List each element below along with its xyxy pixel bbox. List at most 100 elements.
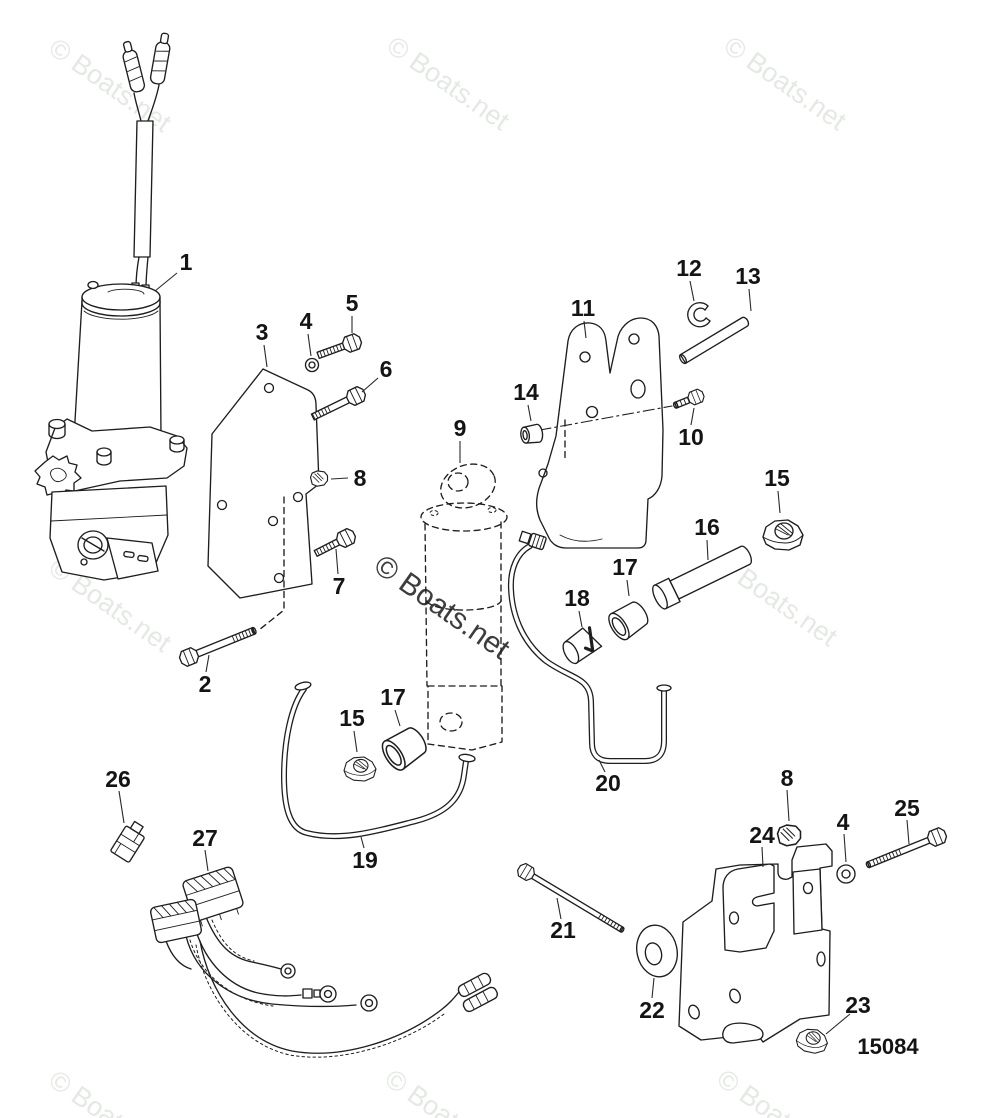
bolt-21 (514, 861, 625, 933)
nut-8 (309, 470, 329, 487)
watermark: © Boats.net (382, 30, 516, 136)
callout-leader-13 (748, 288, 752, 312)
callout-leader-20 (598, 759, 606, 773)
callout-label-5: 5 (346, 290, 359, 316)
callout-label-22: 22 (639, 997, 665, 1023)
bullet-terminal-icon (457, 972, 492, 998)
watermark: © Boats.net (380, 1063, 514, 1118)
callout-label-18: 18 (564, 585, 590, 611)
callout-label-17: 17 (612, 554, 638, 580)
upper-mounting-bracket (536, 317, 673, 549)
bolt-25 (865, 825, 950, 869)
callout-label-15: 15 (339, 705, 365, 731)
lock-nut-15 (762, 519, 804, 551)
watermark: © Boats.net (44, 1064, 178, 1118)
callout-leader-15 (353, 730, 358, 753)
callout-leader-21 (556, 897, 562, 920)
diagram-artwork (34, 32, 950, 1058)
callout-label-10: 10 (678, 424, 704, 450)
callout-leader-4 (843, 833, 847, 863)
clip-connector-26 (110, 820, 145, 863)
hydraulic-hose-19 (281, 681, 476, 840)
callout-leader-3 (263, 344, 268, 368)
callout-leader-27 (204, 849, 209, 872)
callout-label-7: 7 (333, 573, 346, 599)
anchor-pin-16 (652, 545, 753, 610)
relay-connector-icon (182, 866, 244, 927)
callout-label-24: 24 (749, 822, 775, 848)
callout-leader-17 (626, 579, 630, 597)
washer-4 (836, 864, 856, 884)
watermark: © Boats.net (719, 30, 853, 136)
watermark: © Boats.net (712, 1063, 846, 1118)
callout-leader-1 (154, 272, 178, 292)
nut-8 (776, 824, 802, 847)
callout-label-4: 4 (837, 809, 850, 835)
bushing-17 (608, 601, 649, 641)
callout-leader-23 (825, 1013, 851, 1035)
callout-label-13: 13 (735, 263, 761, 289)
callout-label-15: 15 (764, 465, 790, 491)
callout-label-19: 19 (352, 847, 378, 873)
callout-label-1: 1 (180, 249, 193, 275)
callout-leader-7 (335, 548, 339, 575)
callout-leader-14 (527, 404, 532, 422)
flange-bolt-icon (96, 447, 112, 466)
callout-label-8: 8 (354, 465, 367, 491)
mounting-plate (207, 368, 320, 631)
callout-label-26: 26 (105, 766, 131, 792)
part-number: 15084 (857, 1034, 919, 1059)
callout-leader-22 (651, 977, 655, 999)
washer-22 (636, 924, 678, 978)
wire-terminal-icon (149, 32, 171, 85)
callout-label-8: 8 (781, 765, 794, 791)
bushing-17 (381, 727, 427, 771)
callout-leader-2 (205, 654, 210, 673)
callout-label-12: 12 (676, 255, 702, 281)
callout-leader-25 (906, 819, 910, 845)
callout-leader-19 (360, 836, 365, 849)
callout-label-4: 4 (300, 308, 313, 334)
pivot-pin-13 (678, 316, 750, 365)
callout-label-2: 2 (199, 671, 212, 697)
callout-leader-8 (330, 477, 349, 480)
bolt-10 (672, 387, 707, 409)
flange-bolt-icon (48, 418, 66, 440)
lock-nut-23 (794, 1026, 830, 1056)
callout-label-14: 14 (513, 379, 539, 405)
retainer-24 (722, 863, 775, 953)
callout-leader-4 (307, 333, 312, 357)
callout-leader-24 (761, 846, 764, 868)
callout-leader-17 (394, 709, 401, 727)
callout-leader-16 (706, 539, 709, 561)
callout-leader-15 (777, 490, 781, 514)
callout-label-6: 6 (380, 356, 393, 382)
bolt-7 (313, 526, 359, 557)
wiring-harness-27 (150, 866, 498, 1058)
lower-mounting-bracket (678, 843, 833, 1044)
callout-leader-6 (361, 377, 379, 393)
callout-label-11: 11 (571, 295, 596, 321)
trim-cylinder (420, 463, 508, 751)
callout-leader-18 (578, 610, 583, 628)
callout-label-20: 20 (595, 770, 621, 796)
trim-pump-assembly (34, 32, 188, 581)
bullet-terminal-icon (462, 986, 498, 1013)
callout-label-25: 25 (894, 795, 920, 821)
flange-bolt-icon (169, 435, 185, 453)
lock-nut-15 (343, 756, 377, 782)
washer-4 (304, 357, 320, 373)
hydraulic-hose-20 (507, 530, 672, 764)
bolt-5 (316, 331, 364, 359)
retaining-clip-12 (687, 302, 711, 328)
callout-leader-8 (786, 789, 790, 822)
callout-leader-10 (690, 407, 695, 426)
watermark: © Boats.net (368, 549, 516, 667)
bolt-6 (310, 384, 369, 421)
callout-leader-26 (118, 790, 125, 824)
wire-terminal-icon (122, 40, 146, 93)
callout-leader-12 (689, 280, 695, 302)
bracket-right-strap (792, 868, 823, 935)
callout-leader-11 (583, 320, 587, 339)
